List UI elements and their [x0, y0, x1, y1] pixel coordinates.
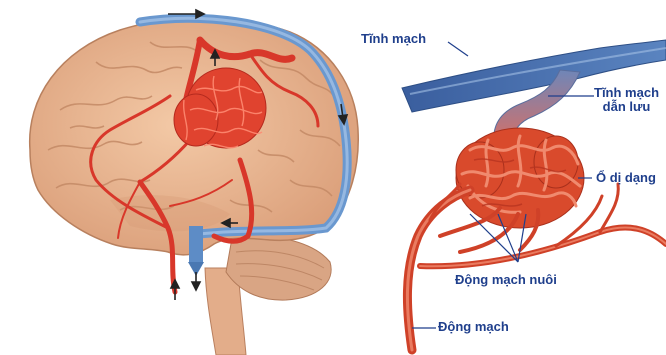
label-draining-vein-line2: dẫn lưu — [594, 100, 659, 114]
label-vein: Tĩnh mạch — [361, 32, 426, 46]
label-artery: Động mạch — [438, 320, 509, 334]
label-feeding-arteries: Động mạch nuôi — [455, 273, 557, 287]
label-draining-vein: Tĩnh mạch dẫn lưu — [594, 86, 659, 114]
cerebellum — [226, 236, 331, 300]
label-nidus: Ổ dị dạng — [596, 171, 656, 185]
brain-illustration — [30, 10, 359, 355]
label-draining-vein-line1: Tĩnh mạch — [594, 86, 659, 100]
